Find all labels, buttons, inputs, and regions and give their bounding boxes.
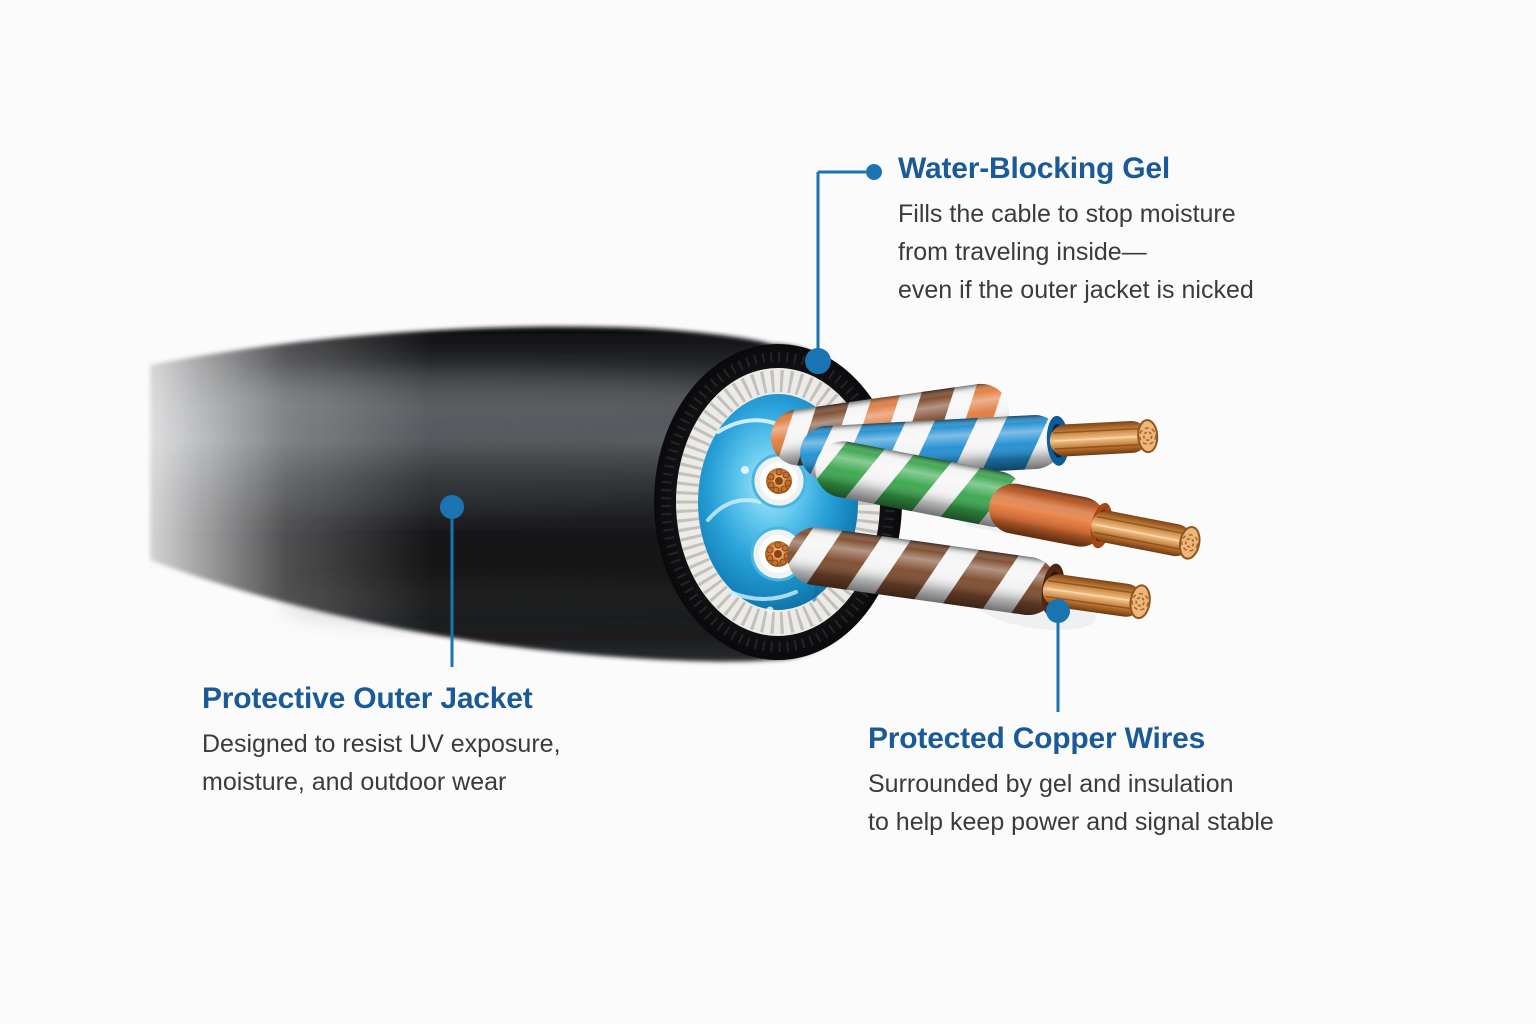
- callout-line: Fills the cable to stop moisture: [898, 200, 1236, 228]
- callout-line: moisture, and outdoor wear: [202, 768, 507, 796]
- callout-title: Protected Copper Wires: [868, 722, 1206, 755]
- leader-dot-wires-target: [1046, 599, 1070, 623]
- callout-title: Protective Outer Jacket: [202, 682, 533, 715]
- shielded-conductor-bottom: [750, 526, 806, 582]
- callout-line: to help keep power and signal stable: [868, 808, 1274, 836]
- callout-protected-copper-wires: Protected Copper Wires Surrounded by gel…: [868, 720, 1274, 841]
- leader-jacket: [440, 495, 464, 667]
- callout-line: Designed to resist UV exposure,: [202, 730, 561, 758]
- leader-gel: [805, 164, 882, 374]
- shielded-conductor-top: [751, 453, 807, 509]
- callout-water-blocking-gel: Water-Blocking Gel Fills the cable to st…: [898, 150, 1254, 309]
- callout-body: Surrounded by gel and insulation to help…: [868, 765, 1274, 841]
- leader-dot-jacket-target: [440, 495, 464, 519]
- jacket-sheen-low: [280, 582, 760, 622]
- callout-body: Fills the cable to stop moisture from tr…: [898, 195, 1254, 309]
- callout-body: Designed to resist UV exposure, moisture…: [202, 725, 561, 801]
- callout-line: Surrounded by gel and insulation: [868, 770, 1234, 798]
- jacket-sheen-highlight: [220, 372, 720, 424]
- leader-dot-gel-title: [866, 164, 882, 180]
- copper-strands-top: [1049, 419, 1159, 457]
- callout-protective-outer-jacket: Protective Outer Jacket Designed to resi…: [202, 680, 561, 801]
- callout-title: Water-Blocking Gel: [898, 152, 1170, 185]
- leader-dot-gel-target: [805, 348, 831, 374]
- jacket-sheen-mid: [160, 430, 700, 510]
- copper-strands-middle: [1091, 510, 1201, 560]
- callout-line: even if the outer jacket is nicked: [898, 276, 1254, 304]
- callout-line: from traveling inside—: [898, 238, 1147, 266]
- twisted-pair-brown-white: [787, 527, 1151, 630]
- leader-wires: [1046, 599, 1070, 712]
- twisted-pair-green-orange: [815, 441, 1201, 560]
